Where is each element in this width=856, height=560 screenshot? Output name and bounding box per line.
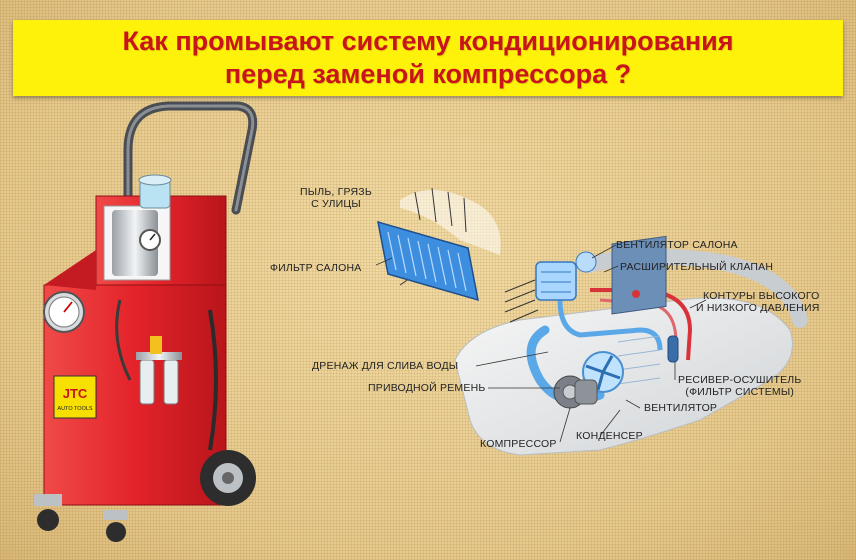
title-banner: Как промывают систему кондиционирования … [13,20,843,96]
compressor [553,375,598,409]
evaporator-blower [535,251,640,301]
flushing-machine [34,101,258,542]
label-pressure-circuits: КОНТУРЫ ВЫСОКОГО И НИЗКОГО ДАВЛЕНИЯ [696,290,820,314]
label-cabin-filter: ФИЛЬТР САЛОНА [270,262,362,274]
label-drive-belt: ПРИВОДНОЙ РЕМЕНЬ [368,382,486,394]
jtc-brand-sub: AUTO TOOLS [57,406,92,412]
label-compressor: КОМПРЕССОР [480,438,557,450]
label-condenser: КОНДЕНСЕР [576,430,643,442]
label-receiver-drier: РЕСИВЕР-ОСУШИТЕЛЬ (ФИЛЬТР СИСТЕМЫ) [678,374,802,398]
label-drain: ДРЕНАЖ ДЛЯ СЛИВА ВОДЫ [312,360,459,372]
label-cabin-fan: ВЕНТИЛЯТОР САЛОНА [616,239,738,251]
title-line-2: перед заменой компрессора ? [224,59,632,89]
label-dust: ПЫЛЬ, ГРЯЗЬ С УЛИЦЫ [300,186,372,210]
receiver-drier [667,335,679,363]
cabin-filter [377,187,501,302]
leader-lines [375,244,707,443]
jtc-brand: JTC [63,386,88,401]
jtc-logo: JTC AUTO TOOLS [53,375,97,419]
title-line-1: Как промывают систему кондиционирования [122,26,734,56]
label-fan: ВЕНТИЛЯТОР [644,402,718,414]
condenser [611,235,667,385]
label-expansion-valve: РАСШИРИТЕЛЬНЫЙ КЛАПАН [620,261,774,273]
